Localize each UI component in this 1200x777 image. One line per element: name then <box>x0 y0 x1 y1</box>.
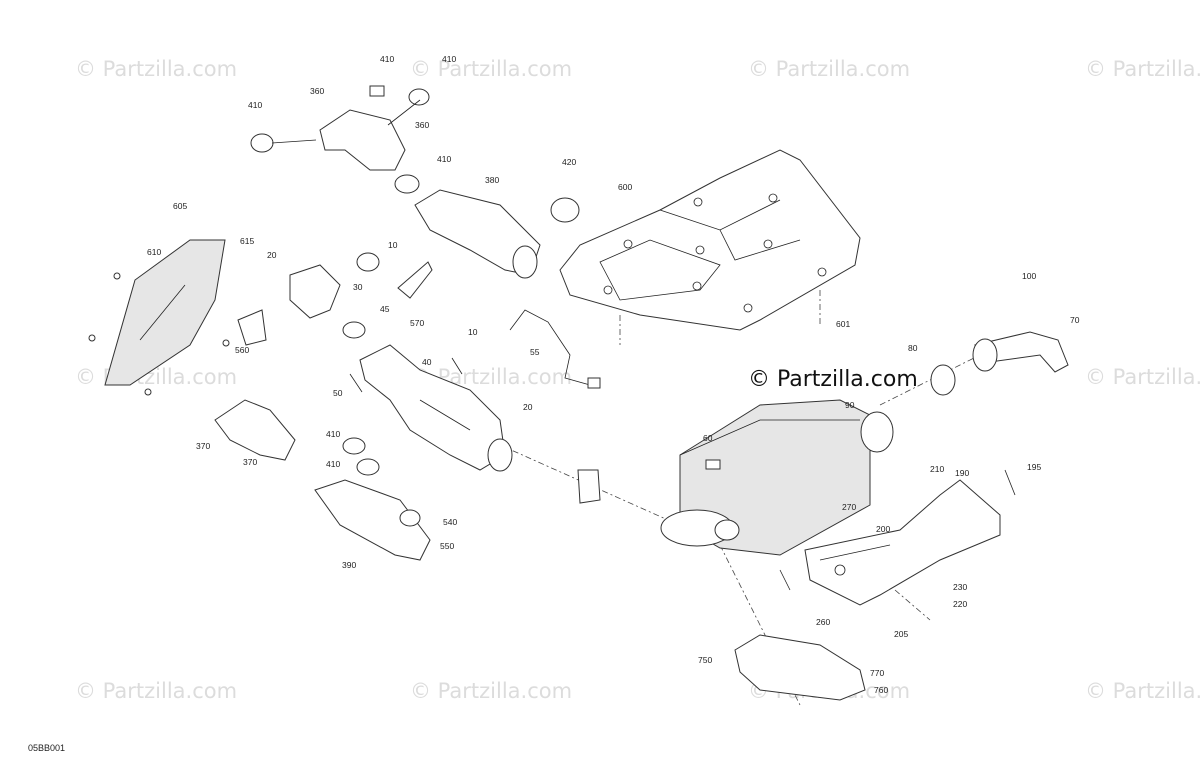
heat-shield-600[interactable] <box>559 149 861 331</box>
watermark-text: © Partzilla.com <box>1085 57 1200 81</box>
part-label-570[interactable]: 570 <box>410 318 424 328</box>
part-label-270[interactable]: 270 <box>842 502 856 512</box>
tube-380[interactable] <box>414 189 580 279</box>
part-label-70[interactable]: 70 <box>1070 315 1080 325</box>
heat-shield-560[interactable] <box>237 309 267 346</box>
part-label-420[interactable]: 420 <box>562 157 576 167</box>
part-label-195[interactable]: 195 <box>1027 462 1041 472</box>
muffler-60[interactable] <box>660 399 871 556</box>
part-label-410[interactable]: 410 <box>326 459 340 469</box>
part-label-370[interactable]: 370 <box>196 441 210 451</box>
watermark-text: © Partzilla.com <box>75 365 237 389</box>
tube-390[interactable] <box>314 437 431 561</box>
heat-shield-570[interactable] <box>397 261 433 299</box>
part-label-60[interactable]: 60 <box>703 433 713 443</box>
callout-arrows <box>271 99 421 144</box>
part-label-190[interactable]: 190 <box>955 468 969 478</box>
tailpipe-70[interactable] <box>860 331 1069 453</box>
part-label-360[interactable]: 360 <box>415 120 429 130</box>
part-label-20[interactable]: 20 <box>523 402 533 412</box>
part-label-220[interactable]: 220 <box>953 599 967 609</box>
watermark-text: © Partzilla.com <box>410 679 572 703</box>
watermark-layer: © Partzilla.com © Partzilla.com © Partzi… <box>75 57 1200 703</box>
part-label-200[interactable]: 200 <box>876 524 890 534</box>
part-label-40[interactable]: 40 <box>422 357 432 367</box>
part-labels: 410 410 410 360 360 410 420 380 600 605 … <box>147 54 1080 695</box>
part-label-410[interactable]: 410 <box>380 54 394 64</box>
watermark-text: © Partzilla.com <box>1085 365 1200 389</box>
centerline <box>894 589 931 621</box>
part-label-360[interactable]: 360 <box>310 86 324 96</box>
part-label-410[interactable]: 410 <box>326 429 340 439</box>
part-label-50[interactable]: 50 <box>333 388 343 398</box>
watermark-text: © Partzilla.com <box>75 57 237 81</box>
part-label-10[interactable]: 10 <box>468 327 478 337</box>
part-label-380[interactable]: 380 <box>485 175 499 185</box>
part-label-605[interactable]: 605 <box>173 201 187 211</box>
part-label-410[interactable]: 410 <box>442 54 456 64</box>
part-label-760[interactable]: 760 <box>874 685 888 695</box>
tail-cover-750[interactable] <box>734 634 866 701</box>
part-label-260[interactable]: 260 <box>816 617 830 627</box>
part-label-615[interactable]: 615 <box>240 236 254 246</box>
centerline <box>499 444 669 521</box>
part-label-210[interactable]: 210 <box>930 464 944 474</box>
watermark-text: © Partzilla.com <box>75 679 237 703</box>
part-label-770[interactable]: 770 <box>870 668 884 678</box>
part-label-90[interactable]: 90 <box>845 400 855 410</box>
part-label-80[interactable]: 80 <box>908 343 918 353</box>
part-label-540[interactable]: 540 <box>443 517 457 527</box>
watermark-center: © Partzilla.com <box>748 367 918 392</box>
part-label-30[interactable]: 30 <box>353 282 363 292</box>
watermark-text: © Partzilla.com <box>748 57 910 81</box>
part-label-55[interactable]: 55 <box>530 347 540 357</box>
part-label-20[interactable]: 20 <box>267 250 277 260</box>
part-label-410[interactable]: 410 <box>437 154 451 164</box>
part-label-610[interactable]: 610 <box>147 247 161 257</box>
part-label-205[interactable]: 205 <box>894 629 908 639</box>
part-label-10[interactable]: 10 <box>388 240 398 250</box>
part-label-230[interactable]: 230 <box>953 582 967 592</box>
bracket-200[interactable] <box>804 479 1001 606</box>
watermark-text: © Partzilla.com <box>1085 679 1200 703</box>
part-label-370[interactable]: 370 <box>243 457 257 467</box>
clamp[interactable] <box>577 469 601 504</box>
part-label-390[interactable]: 390 <box>342 560 356 570</box>
heat-shield-610[interactable] <box>88 239 230 396</box>
exhaust-pipe-40[interactable] <box>359 344 513 472</box>
tube-360[interactable] <box>250 85 430 194</box>
part-label-600[interactable]: 600 <box>618 182 632 192</box>
tube-370[interactable] <box>214 399 296 461</box>
springs <box>349 357 1016 591</box>
watermark-text: © Partzilla.com <box>410 57 572 81</box>
part-label-45[interactable]: 45 <box>380 304 390 314</box>
part-label-100[interactable]: 100 <box>1022 271 1036 281</box>
manifold-30[interactable] <box>289 252 380 339</box>
part-label-550[interactable]: 550 <box>440 541 454 551</box>
part-label-750[interactable]: 750 <box>698 655 712 665</box>
sensor-55[interactable] <box>509 309 601 389</box>
diagram-code: 05BB001 <box>28 743 65 753</box>
part-label-410[interactable]: 410 <box>248 100 262 110</box>
part-label-560[interactable]: 560 <box>235 345 249 355</box>
part-label-601[interactable]: 601 <box>836 319 850 329</box>
